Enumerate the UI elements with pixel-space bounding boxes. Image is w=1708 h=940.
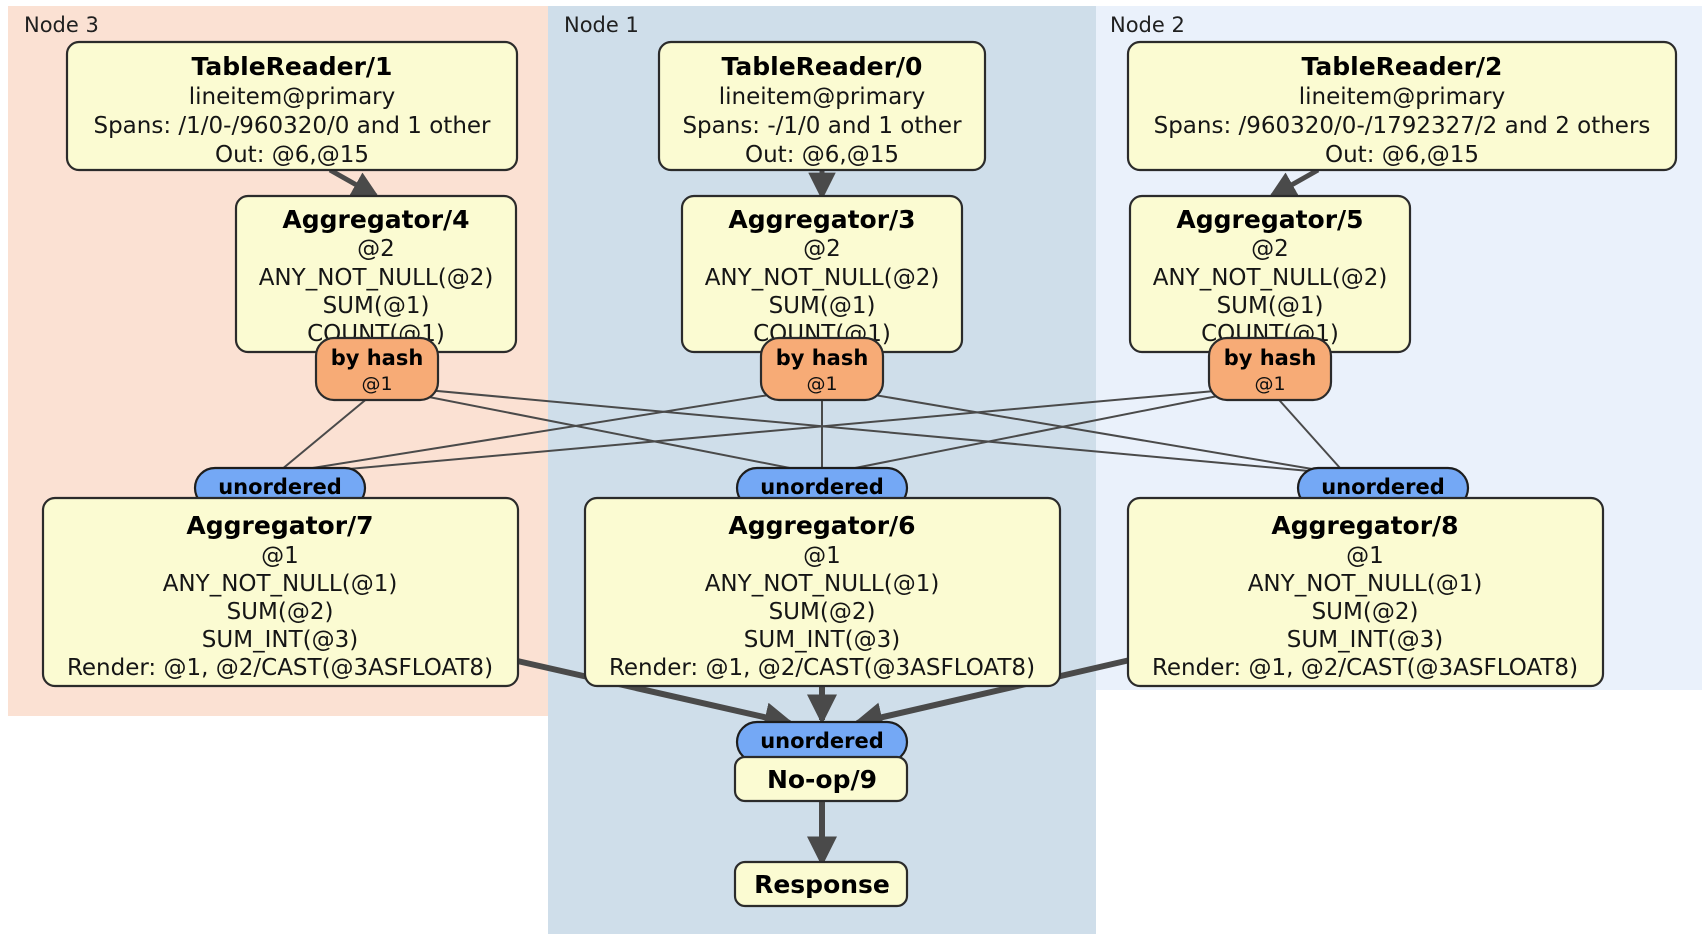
- edge-agg7-to-final: [512, 657, 795, 732]
- response-box[interactable]: Response: [733, 860, 909, 908]
- tablereader-2-line-2: Out: @6,@15: [1325, 142, 1479, 168]
- response-title: Response: [754, 870, 890, 899]
- aggregator-7-line-2: SUM(@2): [227, 599, 334, 625]
- tablereader-0-title: TableReader/0: [722, 52, 923, 81]
- aggregator-7-box[interactable]: Aggregator/7 @1 ANY_NOT_NULL(@1) SUM(@2)…: [41, 496, 520, 688]
- edge-reader1-to-agg4: [328, 167, 380, 199]
- hash-badge-node3-sub: @1: [361, 373, 392, 395]
- tablereader-1-line-0: lineitem@primary: [189, 84, 395, 110]
- tablereader-2-line-0: lineitem@primary: [1299, 84, 1505, 110]
- aggregator-6-line-3: SUM_INT(@3): [744, 627, 900, 653]
- aggregator-4-line-0: @2: [357, 236, 395, 262]
- aggregator-3-line-2: SUM(@1): [769, 293, 876, 319]
- aggregator-3-title: Aggregator/3: [728, 205, 915, 234]
- panel-node3-label: Node 3: [24, 13, 99, 37]
- tablereader-2-box[interactable]: TableReader/2 lineitem@primary Spans: /9…: [1126, 40, 1678, 172]
- aggregator-4-line-1: ANY_NOT_NULL(@2): [259, 265, 494, 291]
- edge-hash3-to-unordered1: [382, 387, 801, 471]
- aggregator-8-title: Aggregator/8: [1271, 511, 1458, 540]
- hash-badge-node2[interactable]: by hash @1: [1207, 336, 1333, 402]
- unordered-badge-node1-label: unordered: [760, 475, 884, 499]
- aggregator-8-rect[interactable]: [1126, 496, 1605, 688]
- aggregator-8-line-2: SUM(@2): [1312, 599, 1419, 625]
- edge-agg8-to-final: [852, 657, 1131, 732]
- hash-to-unordered-edges: [280, 385, 1341, 473]
- hash-badge-node1-sub: @1: [806, 373, 837, 395]
- hash-badge-node1-rect[interactable]: [759, 336, 885, 402]
- hash-badge-node1-title: by hash: [776, 346, 869, 370]
- aggregator-7-rect[interactable]: [41, 496, 520, 688]
- response-rect[interactable]: [733, 860, 909, 908]
- noop-9-title: No-op/9: [767, 765, 877, 794]
- unordered-badge-node2-label: unordered: [1321, 475, 1445, 499]
- aggregator-7-line-4: Render: @1, @2/CAST(@3ASFLOAT8): [67, 655, 493, 681]
- aggregator-5-line-1: ANY_NOT_NULL(@2): [1153, 265, 1388, 291]
- edge-reader2-to-agg5: [1268, 167, 1320, 199]
- tablereader-2-line-1: Spans: /960320/0-/1792327/2 and 2 others: [1154, 113, 1651, 139]
- edge-hash2-to-unordered2: [1271, 391, 1341, 469]
- aggregator-7-line-3: SUM_INT(@3): [202, 627, 358, 653]
- aggregator-6-line-4: Render: @1, @2/CAST(@3ASFLOAT8): [609, 655, 1035, 681]
- aggregator-8-box[interactable]: Aggregator/8 @1 ANY_NOT_NULL(@1) SUM(@2)…: [1126, 496, 1605, 688]
- panel-node2-label: Node 2: [1110, 13, 1185, 37]
- hash-badge-node3-rect[interactable]: [314, 336, 440, 402]
- aggregator-6-line-0: @1: [803, 543, 841, 569]
- aggregator-3-line-0: @2: [803, 236, 841, 262]
- aggregator-8-line-4: Render: @1, @2/CAST(@3ASFLOAT8): [1152, 655, 1578, 681]
- edge-hash2-to-unordered3: [314, 387, 1249, 473]
- tablereader-0-line-2: Out: @6,@15: [745, 142, 899, 168]
- aggregator-5-title: Aggregator/5: [1176, 205, 1363, 234]
- tablereader-1-box[interactable]: TableReader/1 lineitem@primary Spans: /1…: [65, 40, 519, 172]
- hash-badge-node1[interactable]: by hash @1: [759, 336, 885, 402]
- aggregator-4-line-2: SUM(@1): [323, 293, 430, 319]
- aggregator-3-line-1: ANY_NOT_NULL(@2): [705, 265, 940, 291]
- edge-hash3-to-unordered2: [382, 385, 1321, 473]
- tablereader-0-line-1: Spans: -/1/0 and 1 other: [682, 113, 962, 139]
- tablereader-0-rect[interactable]: [657, 40, 987, 172]
- hash-badge-node3[interactable]: by hash @1: [314, 336, 440, 402]
- tablereader-0-box[interactable]: TableReader/0 lineitem@primary Spans: -/…: [657, 40, 987, 172]
- reader-to-aggregator-edges: [328, 167, 1320, 201]
- hash-badge-node2-sub: @1: [1254, 373, 1285, 395]
- aggregator-8-line-3: SUM_INT(@3): [1287, 627, 1443, 653]
- aggregator-6-line-2: SUM(@2): [769, 599, 876, 625]
- aggregator-8-line-0: @1: [1346, 543, 1384, 569]
- tablereader-1-title: TableReader/1: [192, 52, 393, 81]
- noop-9-box[interactable]: No-op/9: [733, 755, 909, 803]
- edge-hash1-to-unordered2: [844, 389, 1331, 473]
- unordered-badge-node3-label: unordered: [218, 475, 342, 499]
- hash-badge-node2-rect[interactable]: [1207, 336, 1333, 402]
- hash-badge-node3-title: by hash: [331, 346, 424, 370]
- aggregator-5-line-0: @2: [1251, 236, 1289, 262]
- aggregator-5-line-2: SUM(@1): [1217, 293, 1324, 319]
- tablereader-0-line-0: lineitem@primary: [719, 84, 925, 110]
- hash-badge-node2-title: by hash: [1224, 346, 1317, 370]
- edge-hash1-to-unordered3: [299, 389, 801, 471]
- aggregator-3-box[interactable]: Aggregator/3 @2 ANY_NOT_NULL(@2) SUM(@1)…: [680, 194, 964, 354]
- tablereader-2-title: TableReader/2: [1302, 52, 1503, 81]
- aggregator-7-title: Aggregator/7: [186, 511, 373, 540]
- aggregator-4-title: Aggregator/4: [282, 205, 469, 234]
- aggregator-8-line-1: ANY_NOT_NULL(@1): [1248, 571, 1483, 597]
- aggregator-7-line-1: ANY_NOT_NULL(@1): [163, 571, 398, 597]
- aggregator-6-title: Aggregator/6: [728, 511, 915, 540]
- noop-9-rect[interactable]: [733, 755, 909, 803]
- edge-hash2-to-unordered1: [844, 389, 1249, 471]
- aggregator-6-line-1: ANY_NOT_NULL(@1): [705, 571, 940, 597]
- edge-hash3-to-unordered3: [280, 391, 376, 471]
- tablereader-1-line-1: Spans: /1/0-/960320/0 and 1 other: [93, 113, 491, 139]
- tablereader-2-rect[interactable]: [1126, 40, 1678, 172]
- aggregator-5-box[interactable]: Aggregator/5 @2 ANY_NOT_NULL(@2) SUM(@1)…: [1128, 194, 1412, 354]
- aggregator-7-line-0: @1: [261, 543, 299, 569]
- aggregator-4-box[interactable]: Aggregator/4 @2 ANY_NOT_NULL(@2) SUM(@1)…: [234, 194, 518, 354]
- aggregator-6-rect[interactable]: [583, 496, 1062, 688]
- tablereader-1-line-2: Out: @6,@15: [215, 142, 369, 168]
- unordered-badge-final[interactable]: unordered: [735, 720, 909, 764]
- unordered-badge-final-label: unordered: [760, 729, 884, 753]
- tablereader-1-rect[interactable]: [65, 40, 519, 172]
- aggregator-6-box[interactable]: Aggregator/6 @1 ANY_NOT_NULL(@1) SUM(@2)…: [583, 496, 1062, 688]
- panel-node1-label: Node 1: [564, 13, 639, 37]
